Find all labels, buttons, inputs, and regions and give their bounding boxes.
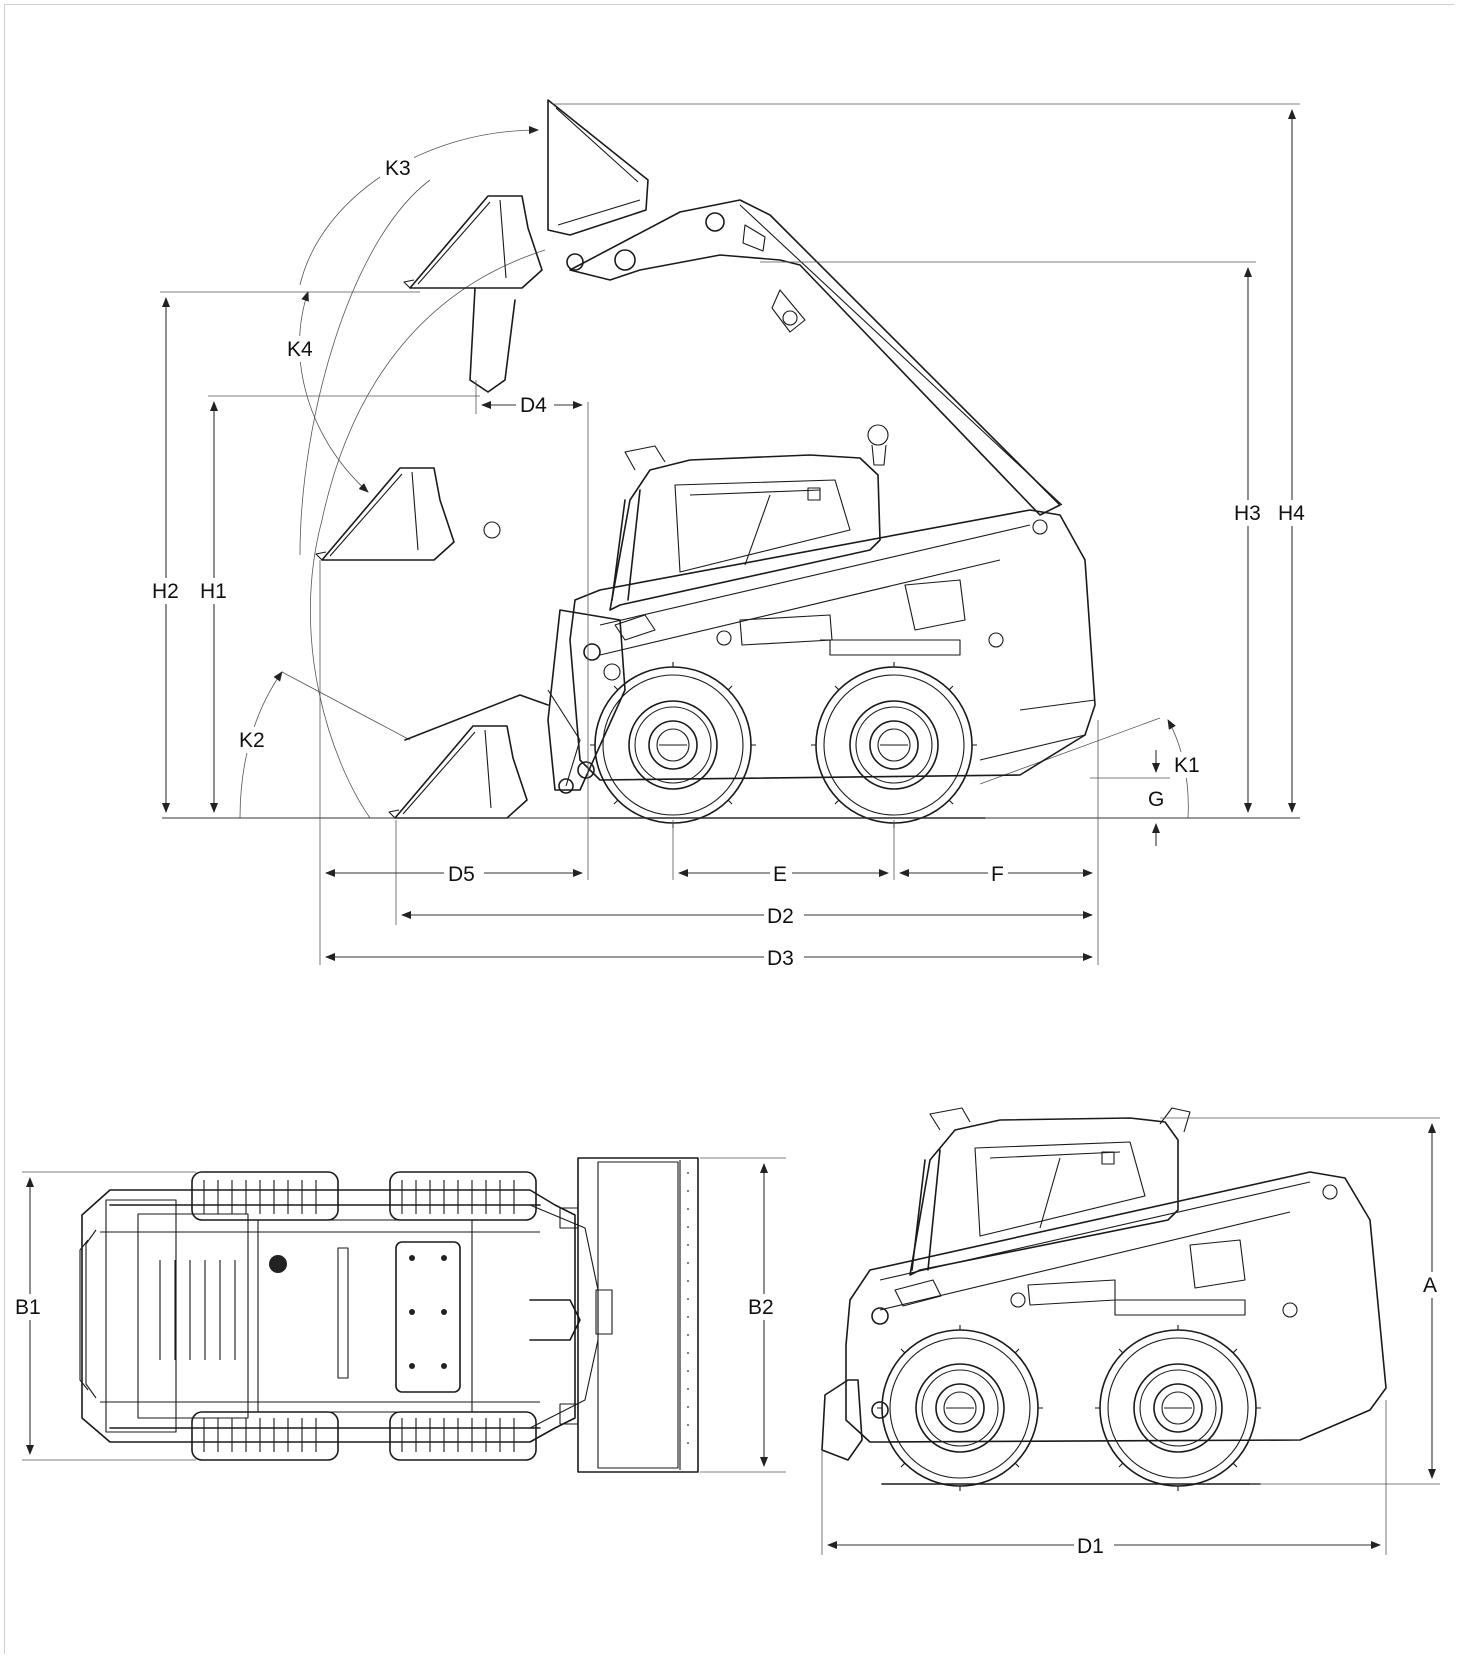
side-view-compact-machine [821, 1107, 1387, 1492]
label-h3: H3 [1234, 502, 1261, 525]
top-view-machine [79, 1157, 699, 1473]
label-d3: D3 [767, 947, 794, 970]
label-d5: D5 [448, 863, 475, 886]
label-k1: K1 [1174, 754, 1200, 777]
label-h4: H4 [1278, 502, 1305, 525]
label-f: F [991, 863, 1004, 886]
label-d1: D1 [1077, 1535, 1104, 1558]
label-b2: B2 [748, 1296, 774, 1319]
drawing-frame [4, 4, 1454, 1654]
label-e: E [773, 863, 787, 886]
label-d2: D2 [767, 905, 794, 928]
label-d4: D4 [520, 394, 547, 417]
label-a: A [1423, 1274, 1437, 1297]
label-k3: K3 [385, 157, 411, 180]
dimension-labels: K3 K4 K2 K1 D4 D5 E F G D2 D3 H2 H1 H3 H… [14, 155, 1444, 1559]
label-b1: B1 [15, 1296, 41, 1319]
side-view-machine [239, 99, 1189, 829]
label-h1: H1 [200, 580, 227, 603]
label-h2: H2 [152, 580, 179, 603]
compact-side-dimensions [821, 1117, 1440, 1555]
side-view-dimensions [160, 103, 1300, 965]
label-k4: K4 [287, 338, 313, 361]
label-g: G [1148, 788, 1164, 811]
label-k2: K2 [239, 729, 265, 752]
